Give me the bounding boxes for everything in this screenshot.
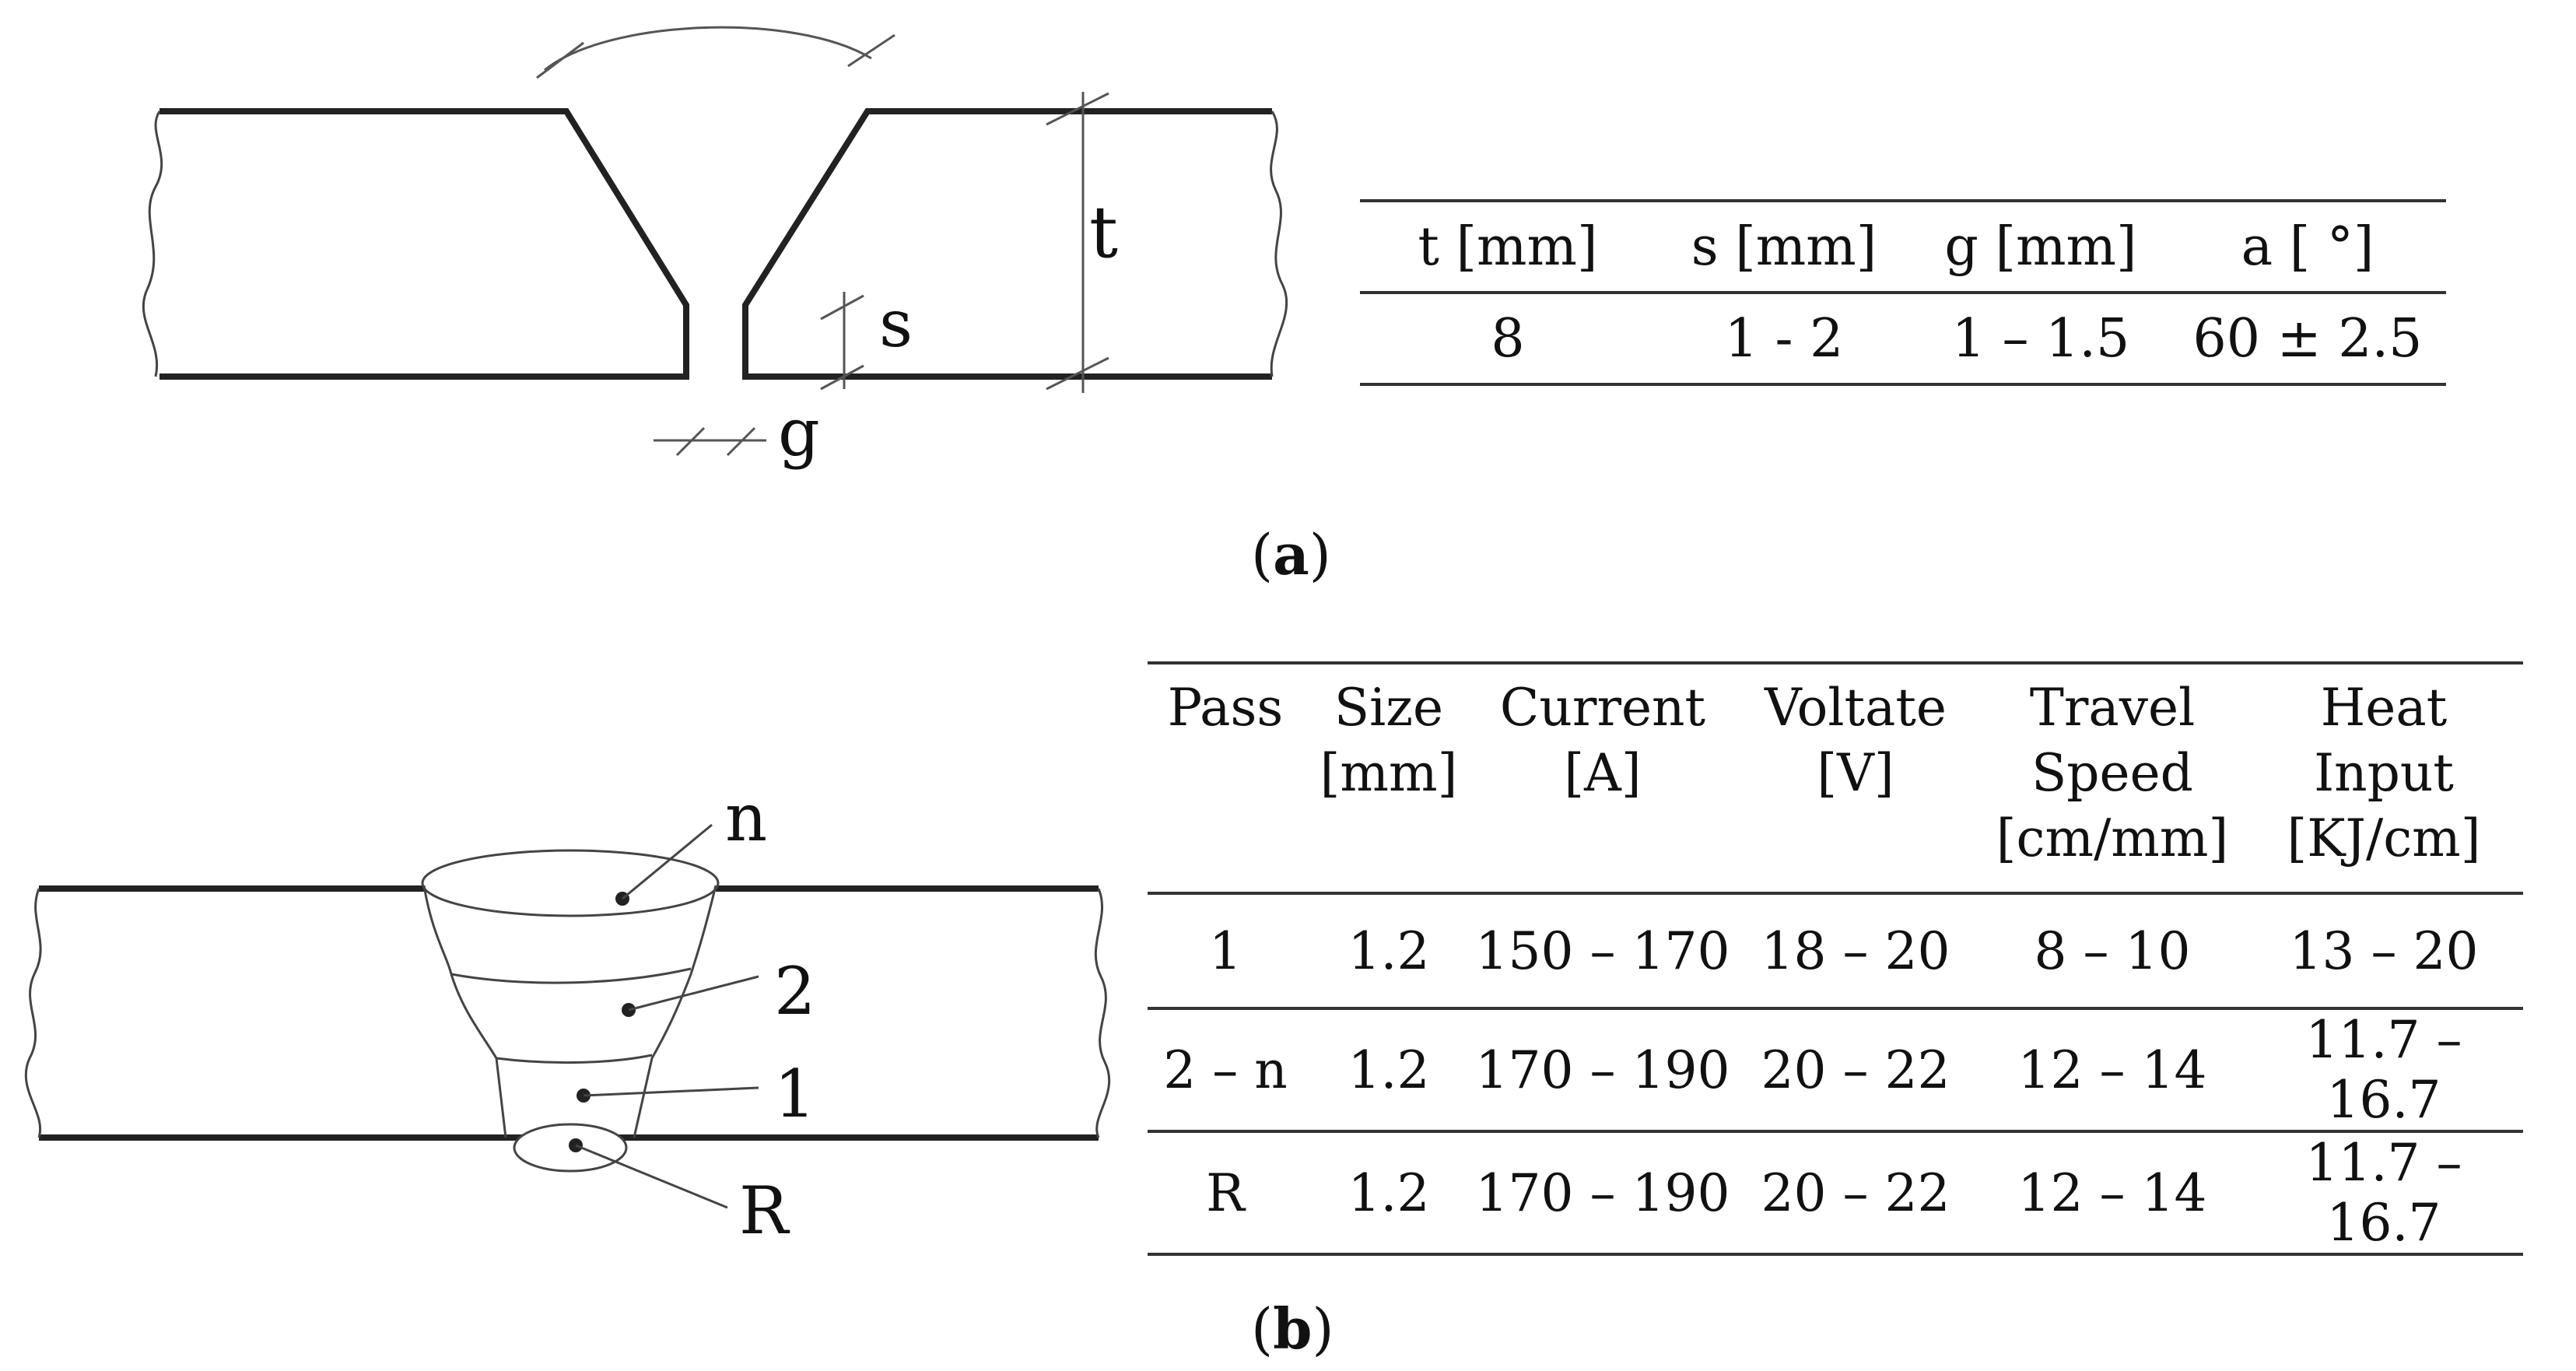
cell-size: 1.2 <box>1303 893 1474 1010</box>
cell-heat-input: 11.7 – 16.7 <box>2245 1131 2523 1256</box>
weld-right-wall <box>633 885 717 1138</box>
table-header-row: Pass Size[mm] Current[A] Voltate[V] Trav… <box>1148 661 2523 895</box>
caption-a: (a) <box>1251 521 1331 587</box>
table-row: 2 – n 1.2 170 – 190 20 – 22 12 – 14 11.7… <box>1148 1008 2523 1133</box>
cell-size: 1.2 <box>1303 1131 1474 1256</box>
header-t: t [mm] <box>1360 199 1656 294</box>
pass-2-boundary <box>450 967 692 984</box>
weld-left-wall <box>422 885 507 1138</box>
label-s: s <box>879 286 913 362</box>
header-current: Current[A] <box>1474 661 1731 895</box>
table-row: R 1.2 170 – 190 20 – 22 12 – 14 11.7 – 1… <box>1148 1131 2523 1256</box>
header-size: Size[mm] <box>1303 661 1474 895</box>
cell-current: 150 – 170 <box>1474 893 1731 1010</box>
welding-parameters-table: Pass Size[mm] Current[A] Voltate[V] Trav… <box>1148 661 2523 1256</box>
cell-pass: 1 <box>1148 893 1303 1010</box>
cell-travel-speed: 8 – 10 <box>1980 893 2245 1010</box>
cell-t: 8 <box>1360 293 1656 386</box>
table-row: 8 1 - 2 1 – 1.5 60 ± 2.5 <box>1360 293 2446 386</box>
weld-passes-diagram: n 2 1 R <box>24 780 1111 1249</box>
cell-travel-speed: 12 – 14 <box>1980 1008 2245 1133</box>
cell-travel-speed: 12 – 14 <box>1980 1131 2245 1256</box>
cell-pass: R <box>1148 1131 1303 1256</box>
header-voltage: Voltate[V] <box>1731 661 1980 895</box>
label-root: R <box>739 1173 790 1249</box>
cell-s: 1 - 2 <box>1656 293 1912 386</box>
cell-heat-input: 13 – 20 <box>2245 893 2523 1010</box>
plate-left-break <box>24 888 42 1138</box>
cell-pass: 2 – n <box>1148 1008 1303 1133</box>
table-header-row: t [mm] s [mm] g [mm] a [ °] <box>1360 199 2446 294</box>
cell-current: 170 – 190 <box>1474 1008 1731 1133</box>
left-plate-break <box>142 110 163 377</box>
right-plate-break <box>1270 110 1288 377</box>
header-s: s [mm] <box>1656 199 1912 294</box>
cell-a: 60 ± 2.5 <box>2169 293 2446 386</box>
cell-voltage: 18 – 20 <box>1731 893 1980 1010</box>
cell-voltage: 20 – 22 <box>1731 1008 1980 1133</box>
label-pass-1: 1 <box>774 1056 815 1132</box>
label-pass-2: 2 <box>774 953 815 1029</box>
left-plate <box>159 108 689 380</box>
cell-voltage: 20 – 22 <box>1731 1131 1980 1256</box>
header-a: a [ °] <box>2169 199 2446 294</box>
label-g: g <box>778 394 820 471</box>
cell-size: 1.2 <box>1303 1008 1474 1133</box>
table-row: 1 1.2 150 – 170 18 – 20 8 – 10 13 – 20 <box>1148 893 2523 1010</box>
cap-pass-top <box>421 849 720 917</box>
cell-heat-input: 11.7 – 16.7 <box>2245 1008 2523 1133</box>
caption-b-letter: b <box>1273 1296 1313 1362</box>
label-n: n <box>725 780 767 856</box>
plate-right-break <box>1094 888 1111 1138</box>
angle-arc <box>544 26 872 72</box>
cell-g: 1 – 1.5 <box>1912 293 2169 386</box>
groove-joint-diagram: t s g <box>142 26 1288 471</box>
cell-current: 170 – 190 <box>1474 1131 1731 1256</box>
caption-b: (b) <box>1251 1296 1334 1362</box>
joint-geometry-table: t [mm] s [mm] g [mm] a [ °] 8 1 - 2 1 – … <box>1360 199 2446 386</box>
pass-1-boundary <box>496 1054 653 1064</box>
caption-a-letter: a <box>1273 521 1309 587</box>
header-pass: Pass <box>1148 661 1303 895</box>
right-plate <box>742 108 1272 380</box>
label-t: t <box>1089 191 1118 274</box>
header-g: g [mm] <box>1912 199 2169 294</box>
